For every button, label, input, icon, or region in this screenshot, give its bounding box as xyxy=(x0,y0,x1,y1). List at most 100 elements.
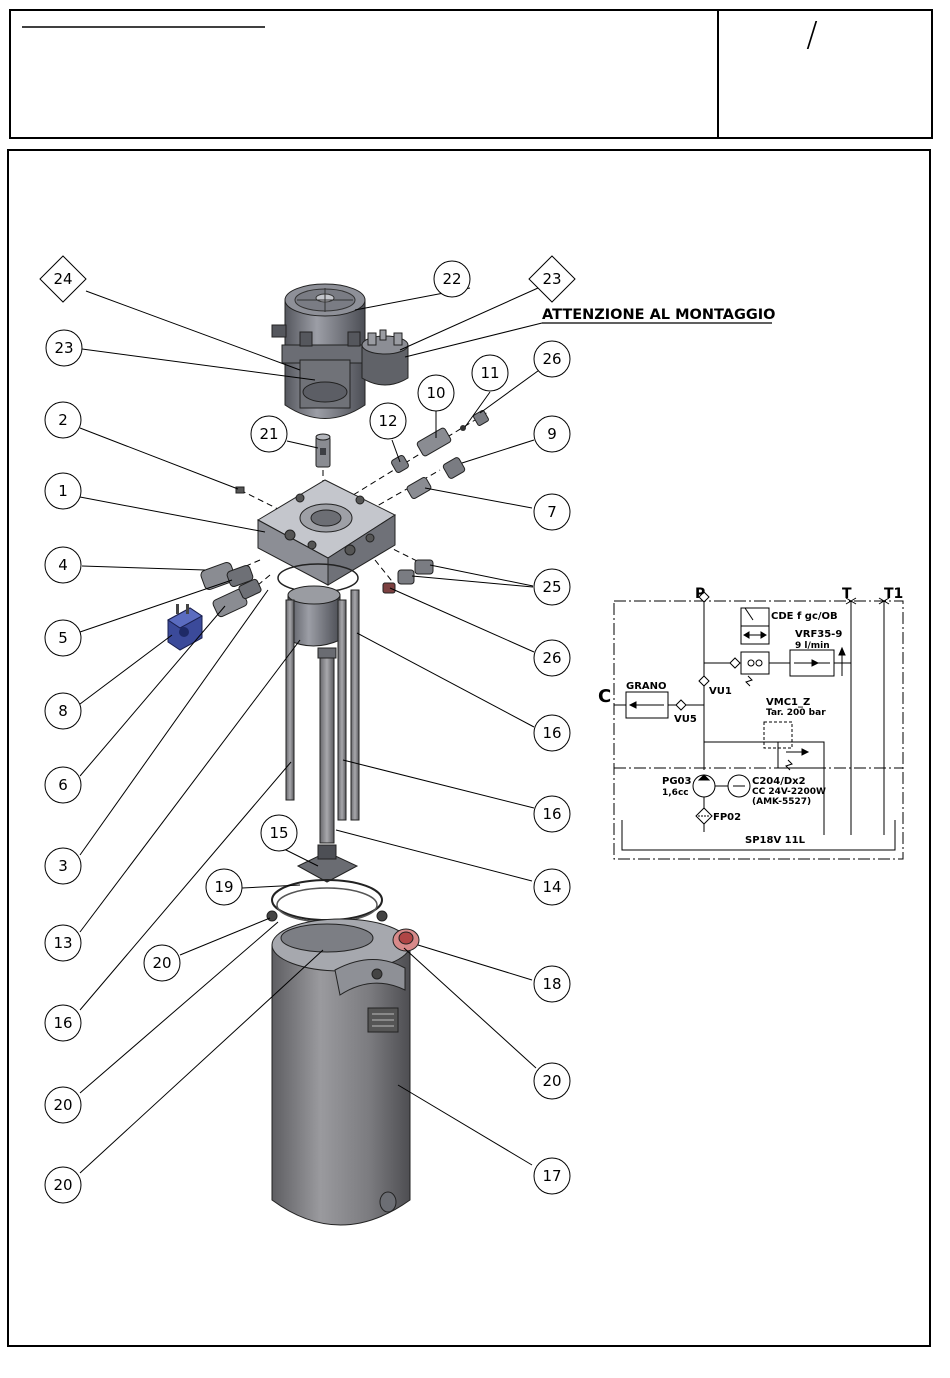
callout-26-bottom: 26 xyxy=(534,640,570,676)
callout-17: 17 xyxy=(534,1158,570,1194)
plug-2 xyxy=(236,487,244,493)
gear-pump xyxy=(288,586,340,646)
vu1-label: VU1 xyxy=(709,686,732,697)
callout-25: 25 xyxy=(534,569,570,605)
callout-23-diamond: 23 xyxy=(529,256,575,302)
grano-label: GRANO xyxy=(626,681,667,692)
central-block xyxy=(258,480,395,585)
callout-10: 10 xyxy=(418,375,454,411)
svg-text:6: 6 xyxy=(58,776,68,794)
port-t-label: T xyxy=(842,586,852,602)
pump-cc-label: 1,6cc xyxy=(662,788,689,798)
callout-22: 22 xyxy=(434,261,470,297)
callout-20-b: 20 xyxy=(534,1063,570,1099)
callout-16-upper: 16 xyxy=(534,715,570,751)
svg-text:21: 21 xyxy=(259,425,278,443)
vmc-label: VMC1_Z xyxy=(766,697,810,708)
motor-code-label: (AMK-5527) xyxy=(752,797,811,807)
motor-label: C204/Dx2 xyxy=(752,776,806,787)
svg-text:7: 7 xyxy=(547,503,557,521)
svg-text:14: 14 xyxy=(542,878,561,896)
oil-tank xyxy=(272,919,410,1225)
callout-14: 14 xyxy=(534,869,570,905)
svg-text:8: 8 xyxy=(58,702,68,720)
hydraulic-schematic xyxy=(614,592,903,859)
callout-20-c: 20 xyxy=(45,1087,81,1123)
callout-18: 18 xyxy=(534,966,570,1002)
solenoid-coil xyxy=(168,604,202,650)
svg-text:26: 26 xyxy=(542,649,561,667)
electric-motor xyxy=(272,284,368,419)
callout-26-top: 26 xyxy=(534,341,570,377)
port-t1-label: T1 xyxy=(884,586,903,602)
svg-text:17: 17 xyxy=(542,1167,561,1185)
svg-text:18: 18 xyxy=(542,975,561,993)
svg-text:26: 26 xyxy=(542,350,561,368)
coupling xyxy=(316,434,330,467)
unit-label: SP18V 11L xyxy=(745,835,806,846)
svg-text:3: 3 xyxy=(58,857,68,875)
svg-text:11: 11 xyxy=(480,364,499,382)
callout-3: 3 xyxy=(45,848,81,884)
assembly-artwork xyxy=(168,284,489,1225)
filler-cap xyxy=(393,929,419,951)
svg-text:4: 4 xyxy=(58,556,68,574)
svg-text:16: 16 xyxy=(542,724,561,742)
callout-19: 19 xyxy=(206,869,242,905)
callout-4: 4 xyxy=(45,547,81,583)
title-slash: / xyxy=(806,15,817,55)
callout-16-middle: 16 xyxy=(534,796,570,832)
callout-8: 8 xyxy=(45,693,81,729)
valve-cde-label: CDE f gc/OB xyxy=(771,611,838,622)
callout-7: 7 xyxy=(534,494,570,530)
assembly-warning: ATTENZIONE AL MONTAGGIO xyxy=(542,307,776,323)
tank-clamp xyxy=(267,880,387,922)
svg-text:23: 23 xyxy=(542,270,561,288)
svg-text:2: 2 xyxy=(58,411,68,429)
callout-11: 11 xyxy=(472,355,508,391)
title-block: / xyxy=(10,10,932,138)
callout-20-a: 20 xyxy=(144,945,180,981)
callout-20-d: 20 xyxy=(45,1167,81,1203)
callout-24: 24 xyxy=(40,256,86,302)
svg-text:5: 5 xyxy=(58,629,68,647)
svg-text:12: 12 xyxy=(378,412,397,430)
callout-16-lower: 16 xyxy=(45,1005,81,1041)
vrf-flow-label: 9 l/min xyxy=(795,641,830,651)
callout-21: 21 xyxy=(251,416,287,452)
svg-text:16: 16 xyxy=(542,805,561,823)
starter-solenoid xyxy=(362,330,408,385)
svg-text:20: 20 xyxy=(152,954,171,972)
svg-text:20: 20 xyxy=(53,1176,72,1194)
svg-text:1: 1 xyxy=(58,482,68,500)
svg-text:16: 16 xyxy=(53,1014,72,1032)
callout-6: 6 xyxy=(45,767,81,803)
callout-12: 12 xyxy=(370,403,406,439)
svg-text:24: 24 xyxy=(53,270,72,288)
callout-2: 2 xyxy=(45,402,81,438)
svg-text:19: 19 xyxy=(214,878,233,896)
port-c-label: C xyxy=(598,686,611,707)
valves-left xyxy=(200,561,262,618)
svg-text:20: 20 xyxy=(53,1096,72,1114)
motor-spec-label: CC 24V-2200W xyxy=(752,787,826,797)
svg-text:25: 25 xyxy=(542,578,561,596)
callout-23: 23 xyxy=(46,330,82,366)
svg-text:9: 9 xyxy=(547,425,557,443)
vrf-label: VRF35-9 xyxy=(795,629,842,640)
suction-pipe xyxy=(318,648,336,843)
callout-5: 5 xyxy=(45,620,81,656)
vmc-setting-label: Tar. 200 bar xyxy=(766,708,826,718)
callout-13: 13 xyxy=(45,925,81,961)
svg-text:20: 20 xyxy=(542,1072,561,1090)
svg-text:23: 23 xyxy=(54,339,73,357)
filter-label: FP02 xyxy=(713,812,741,823)
port-p-label: P xyxy=(695,586,705,602)
leader-lines xyxy=(80,288,772,1173)
svg-text:22: 22 xyxy=(442,270,461,288)
pump-label: PG03 xyxy=(662,776,691,787)
callout-15: 15 xyxy=(261,815,297,851)
svg-text:13: 13 xyxy=(53,934,72,952)
svg-text:15: 15 xyxy=(269,824,288,842)
